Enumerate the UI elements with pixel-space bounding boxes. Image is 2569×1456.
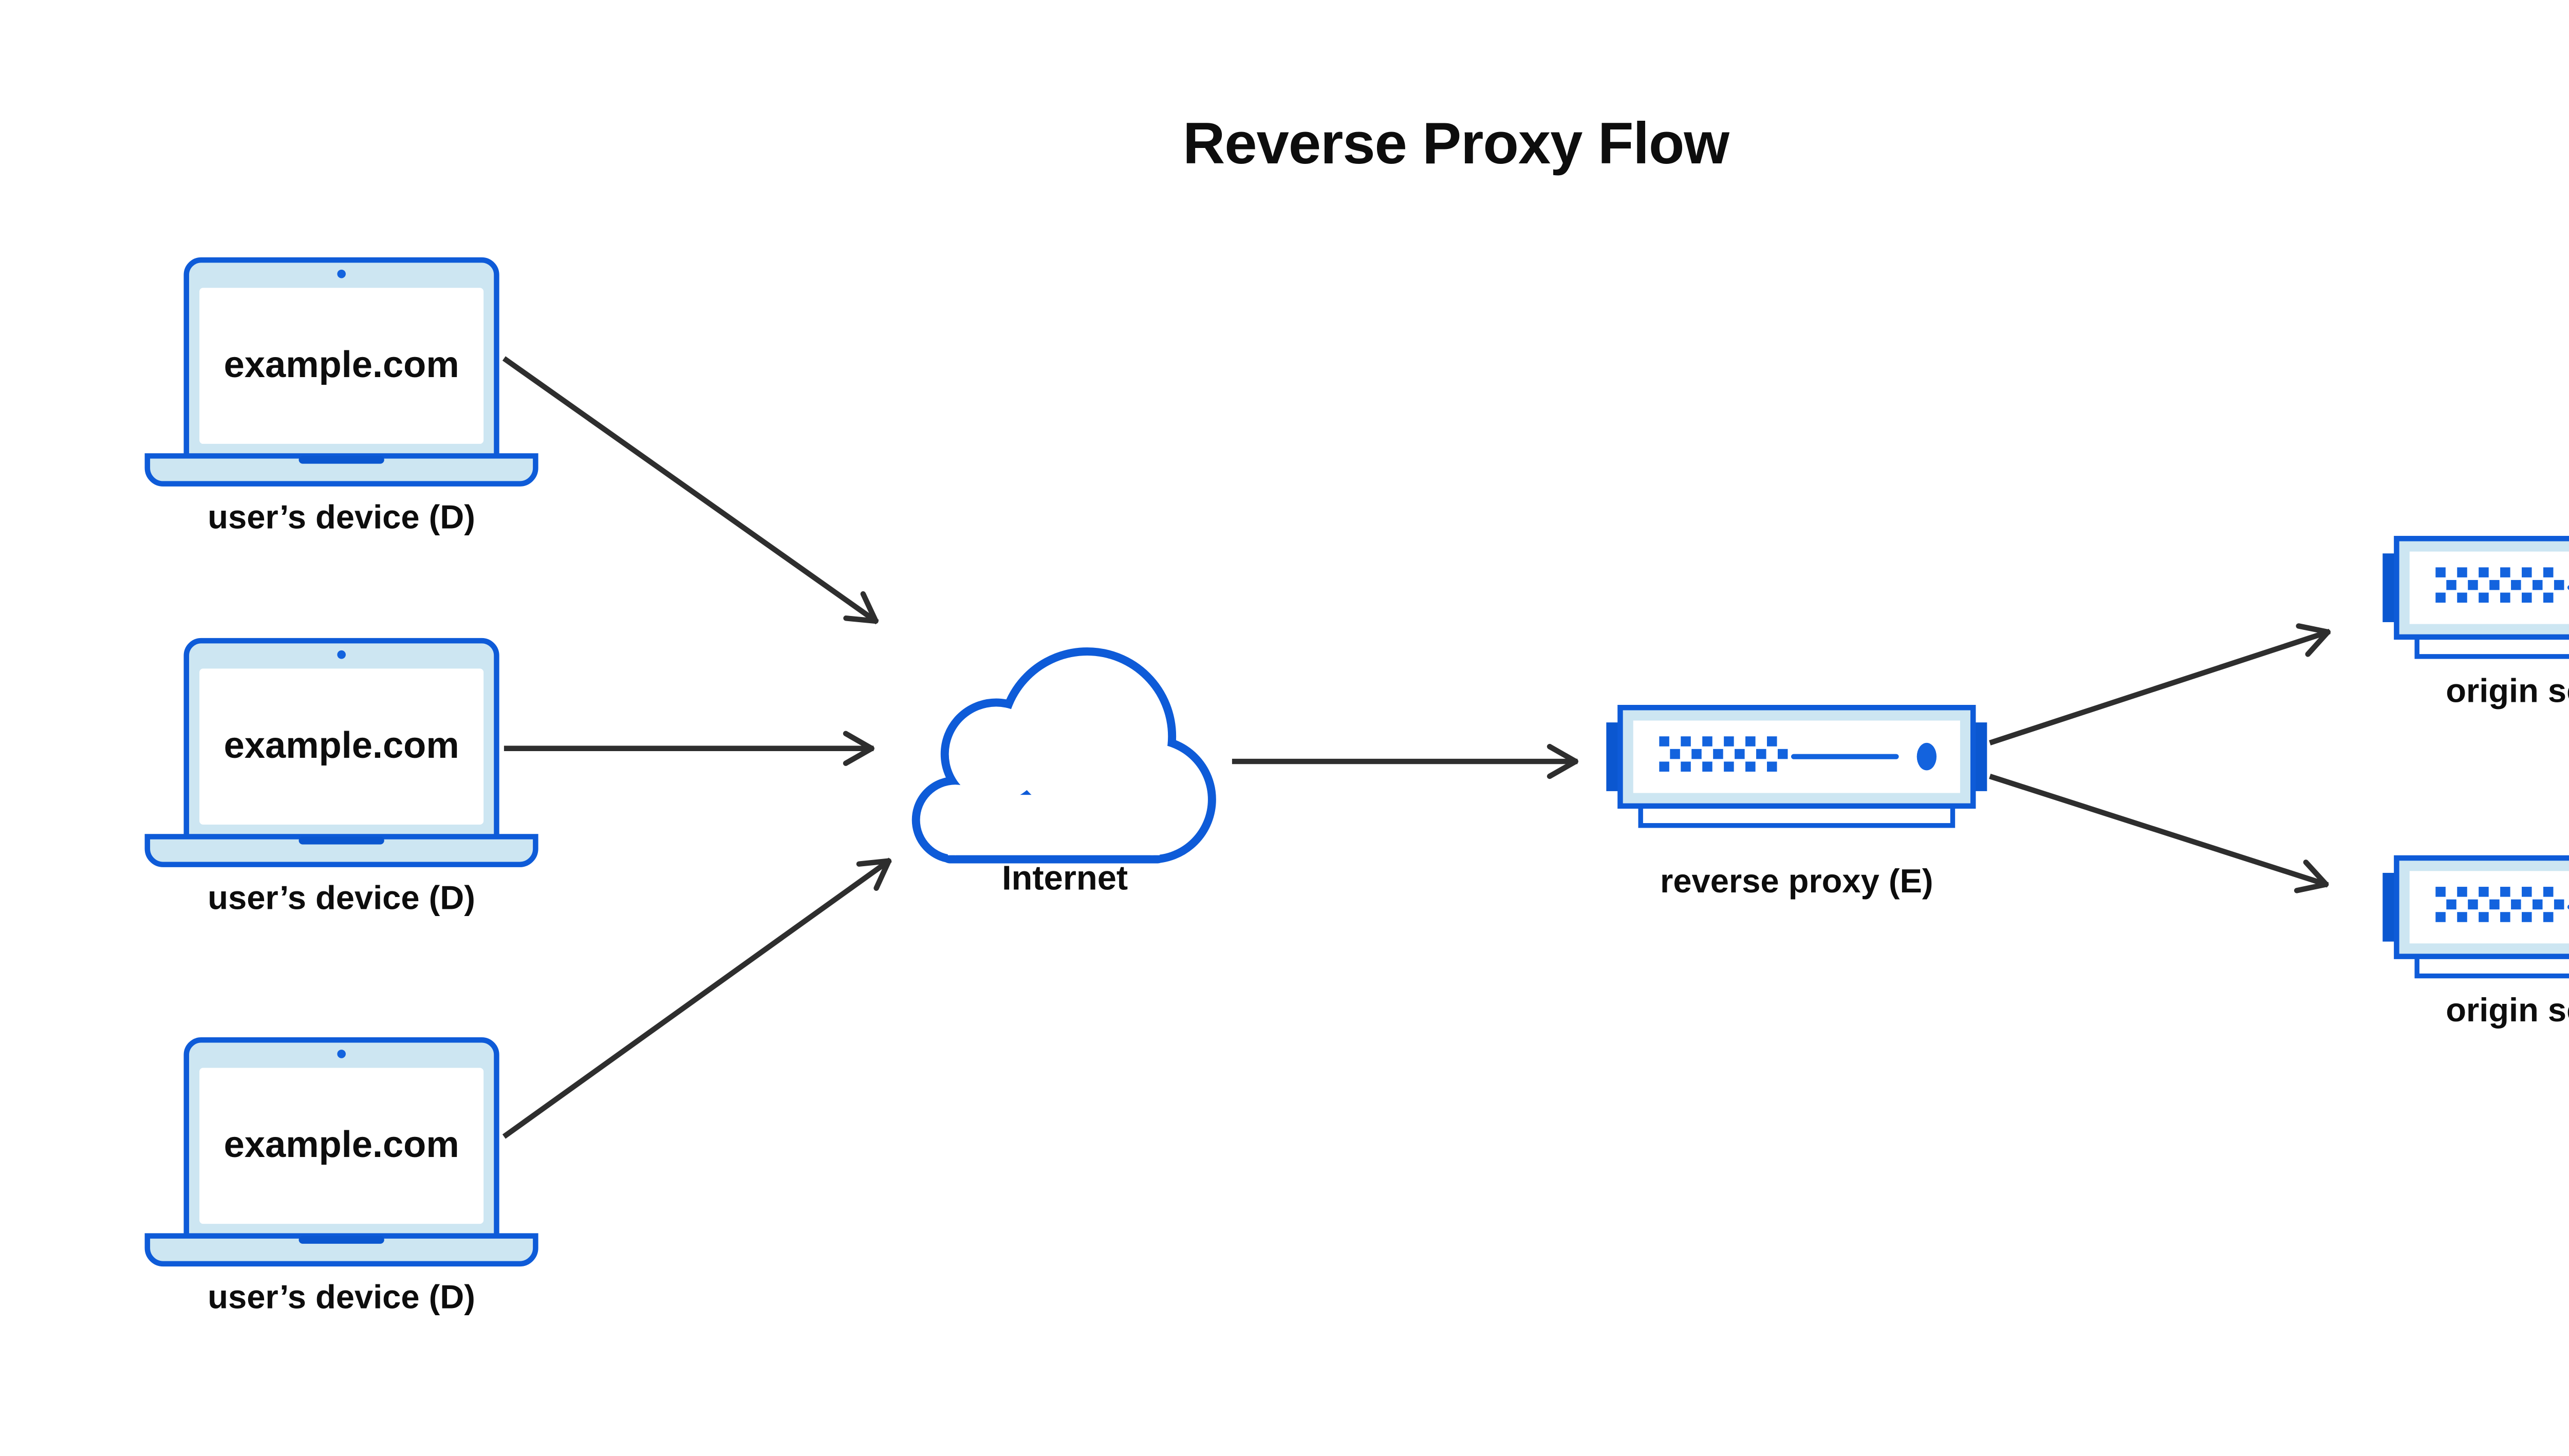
server-icon: [2382, 858, 2569, 976]
device-screen-url: example.com: [224, 344, 459, 385]
user-device-1: example.com user’s device (D): [147, 260, 535, 535]
diagram-title: Reverse Proxy Flow: [1183, 111, 1729, 176]
internet-label: Internet: [1002, 858, 1128, 897]
arrow-device3-to-internet: [502, 857, 892, 1139]
user-device-label: user’s device (D): [208, 498, 475, 535]
reverse-proxy-label: reverse proxy (E): [1660, 862, 1933, 900]
device-screen-url: example.com: [224, 725, 459, 766]
connection-arrows: [502, 356, 2331, 1139]
reverse-proxy-node: reverse proxy (E): [1606, 707, 1987, 900]
arrow-reverse-proxy-to-origin2: [1989, 773, 2329, 893]
origin-server-2: origin server (F): [2382, 858, 2569, 1029]
origin-server-label: origin server (F): [2446, 671, 2569, 709]
origin-server-1: origin server (F): [2382, 538, 2569, 709]
server-icon: [2382, 538, 2569, 657]
user-device-label: user’s device (D): [208, 879, 475, 916]
user-device-label: user’s device (D): [208, 1278, 475, 1316]
arrow-device1-to-internet: [502, 356, 879, 625]
cloud-icon: [911, 647, 1216, 864]
origin-server-label: origin server (F): [2446, 991, 2569, 1029]
arrow-reverse-proxy-to-origin1: [1989, 623, 2331, 745]
internet-node: Internet: [911, 647, 1216, 897]
device-screen-url: example.com: [224, 1124, 459, 1165]
server-icon: [1606, 707, 1987, 826]
user-device-2: example.com user’s device (D): [147, 641, 535, 916]
user-device-3: example.com user’s device (D): [147, 1040, 535, 1316]
